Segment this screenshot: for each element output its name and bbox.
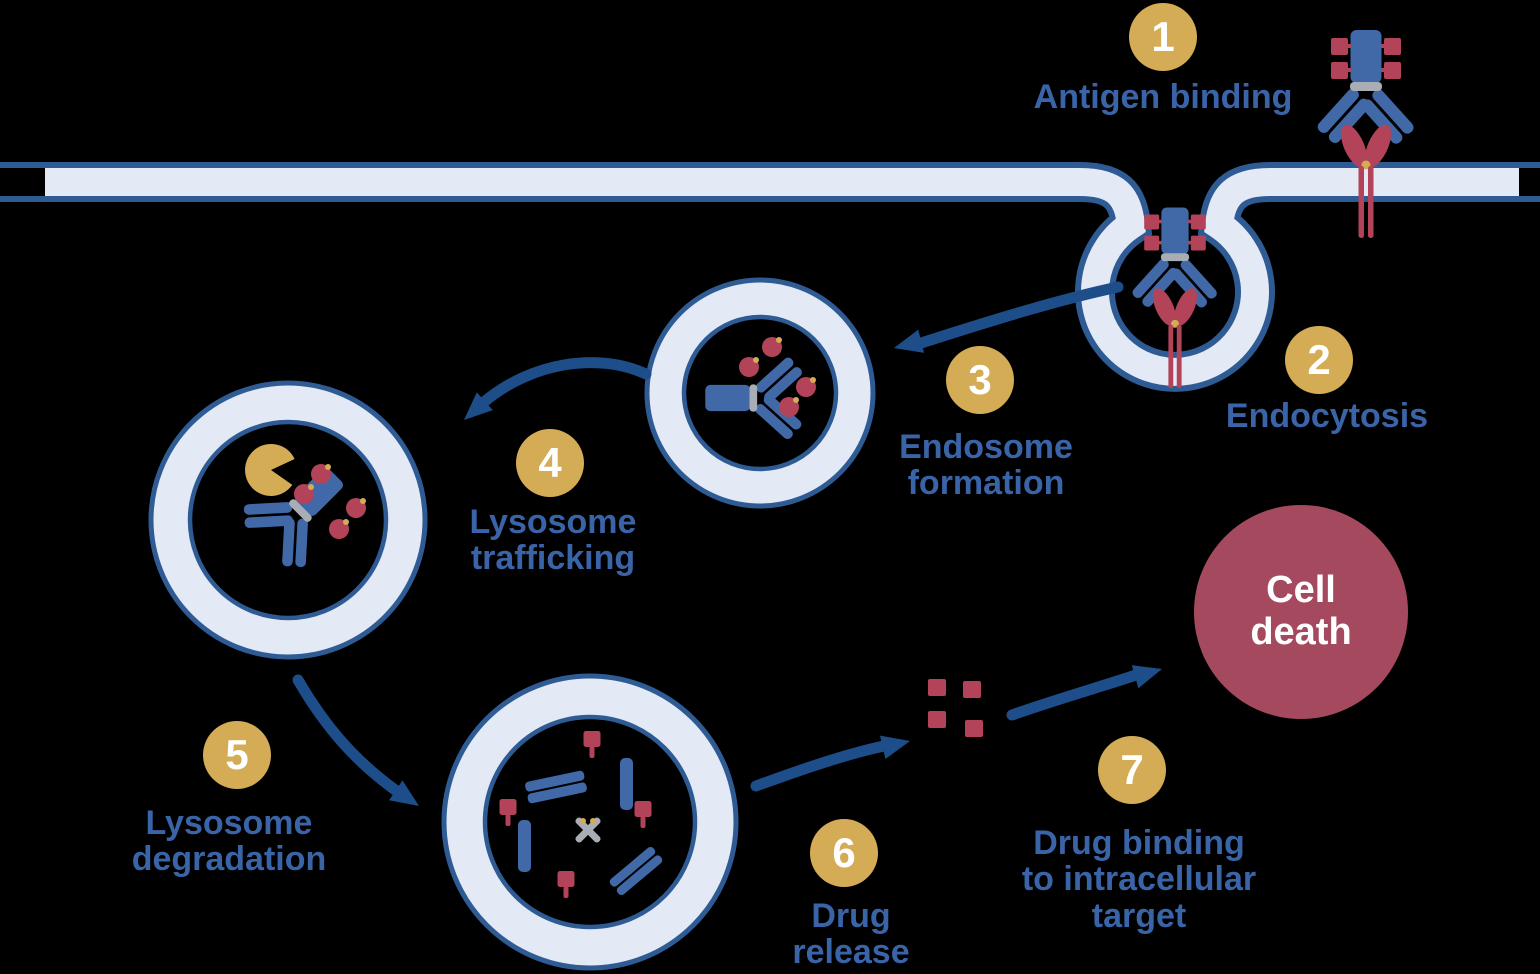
step-7-badge: 7	[1098, 736, 1166, 804]
membrane-left-gap	[0, 168, 45, 196]
released-drug-molecules-icon	[928, 679, 983, 737]
step-2-badge: 2	[1285, 326, 1353, 394]
step-4-badge: 4	[516, 429, 584, 497]
step-1-label: Antigen binding	[1033, 78, 1293, 116]
step-3-label: Endosome formation	[899, 428, 1073, 503]
degraded-antibody-fragments-icon	[518, 758, 663, 896]
step-1-number: 1	[1151, 13, 1175, 60]
step-6-number: 6	[832, 829, 856, 876]
flow-arrow-lysosome-to-degradation	[292, 674, 419, 806]
lysosome-vesicle-icon	[148, 380, 428, 660]
cell-death-circle-icon	[1194, 505, 1408, 719]
step-1-badge: 1	[1129, 3, 1197, 71]
step-5-label: Lysosome degradation	[131, 804, 327, 879]
lysosome-pacman-icon	[245, 443, 295, 496]
step-6-badge: 6	[810, 819, 878, 887]
flow-arrow-to-cell-death	[1006, 665, 1162, 721]
step-4-number: 4	[538, 439, 562, 486]
cell-death-label: Cell death	[1250, 569, 1352, 653]
cell-membrane-icon	[0, 162, 1540, 392]
flow-arrow-endocytosis-to-endosome	[894, 281, 1124, 353]
membrane-right-gap	[1519, 168, 1540, 196]
flow-arrow-drug-release	[750, 735, 910, 792]
step-7-number: 7	[1120, 746, 1144, 793]
step-7-label: Drug binding to intracellular target	[1021, 824, 1257, 935]
step-6-label: Drug release	[792, 897, 910, 972]
degradation-vesicle-icon	[441, 673, 739, 971]
endosome-vesicle-icon	[644, 277, 876, 509]
step-3-badge: 3	[946, 346, 1014, 414]
broken-linker-icon	[575, 817, 601, 843]
step-3-number: 3	[968, 356, 992, 403]
step-5-badge: 5	[203, 721, 271, 789]
step-2-number: 2	[1307, 336, 1331, 383]
flow-arrow-endosome-to-lysosome	[464, 357, 652, 420]
step-4-label: Lysosome trafficking	[469, 503, 637, 578]
step-5-number: 5	[225, 731, 249, 778]
step-2-label: Endocytosis	[1225, 397, 1429, 435]
